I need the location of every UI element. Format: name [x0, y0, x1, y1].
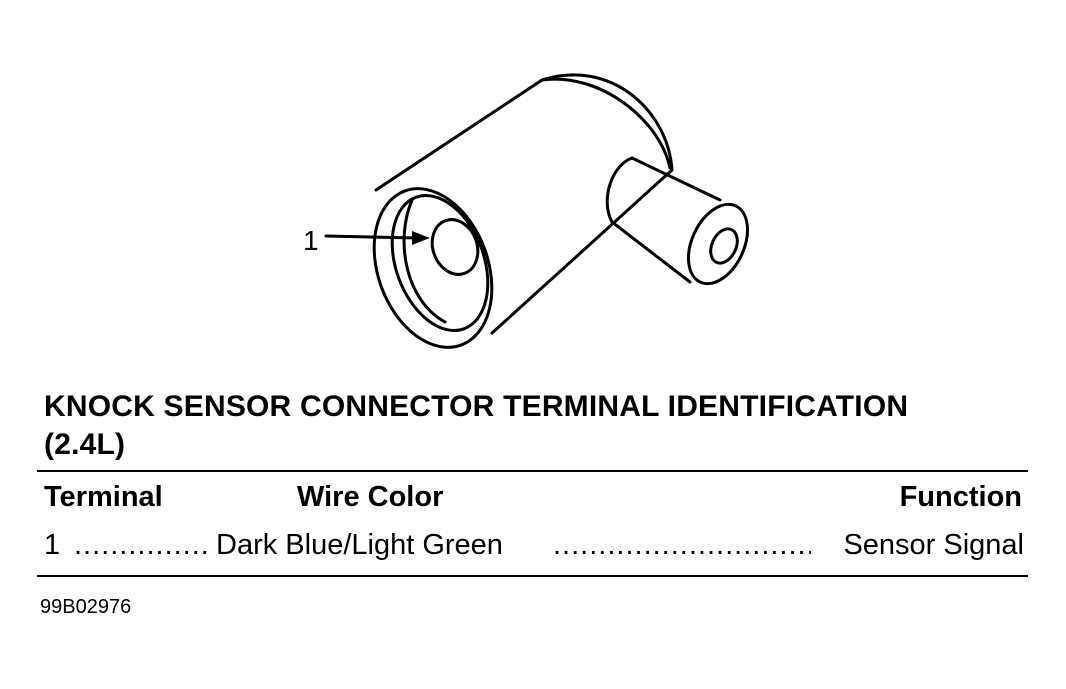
row-terminal: 1 [44, 529, 61, 561]
connector-body-outline [374, 73, 674, 335]
side-tube-bore [709, 227, 739, 265]
callout-leader-line [324, 234, 420, 240]
connector-side-tube [605, 156, 692, 284]
row-function: Sensor Signal [843, 529, 1024, 561]
title-line-1: KNOCK SENSOR CONNECTOR TERMINAL IDENTIFI… [44, 390, 909, 423]
connector-inner-ring [390, 194, 490, 332]
table-top-rule [37, 470, 1028, 472]
leader-dots: ........................................… [553, 529, 811, 561]
callout-arrowhead [412, 231, 430, 245]
connector-back-cap [540, 77, 672, 170]
connector-front-face [372, 187, 494, 349]
terminal-pin [430, 218, 480, 276]
connector-cavity [402, 198, 447, 324]
header-function: Function [899, 481, 1022, 513]
leader-dots: ............................... [74, 529, 210, 561]
row-wire-color: Dark Blue/Light Green [216, 529, 503, 561]
title-line-2: (2.4L) [44, 428, 126, 461]
header-wire-color: Wire Color [297, 481, 444, 513]
figure-title: KNOCK SENSOR CONNECTOR TERMINAL IDENTIFI… [44, 388, 908, 464]
side-tube-end [686, 202, 750, 286]
header-terminal: Terminal [44, 481, 163, 513]
figure-id: 99B02976 [40, 596, 132, 618]
callout-label: 1 [303, 225, 319, 256]
table-bottom-rule [37, 575, 1028, 577]
